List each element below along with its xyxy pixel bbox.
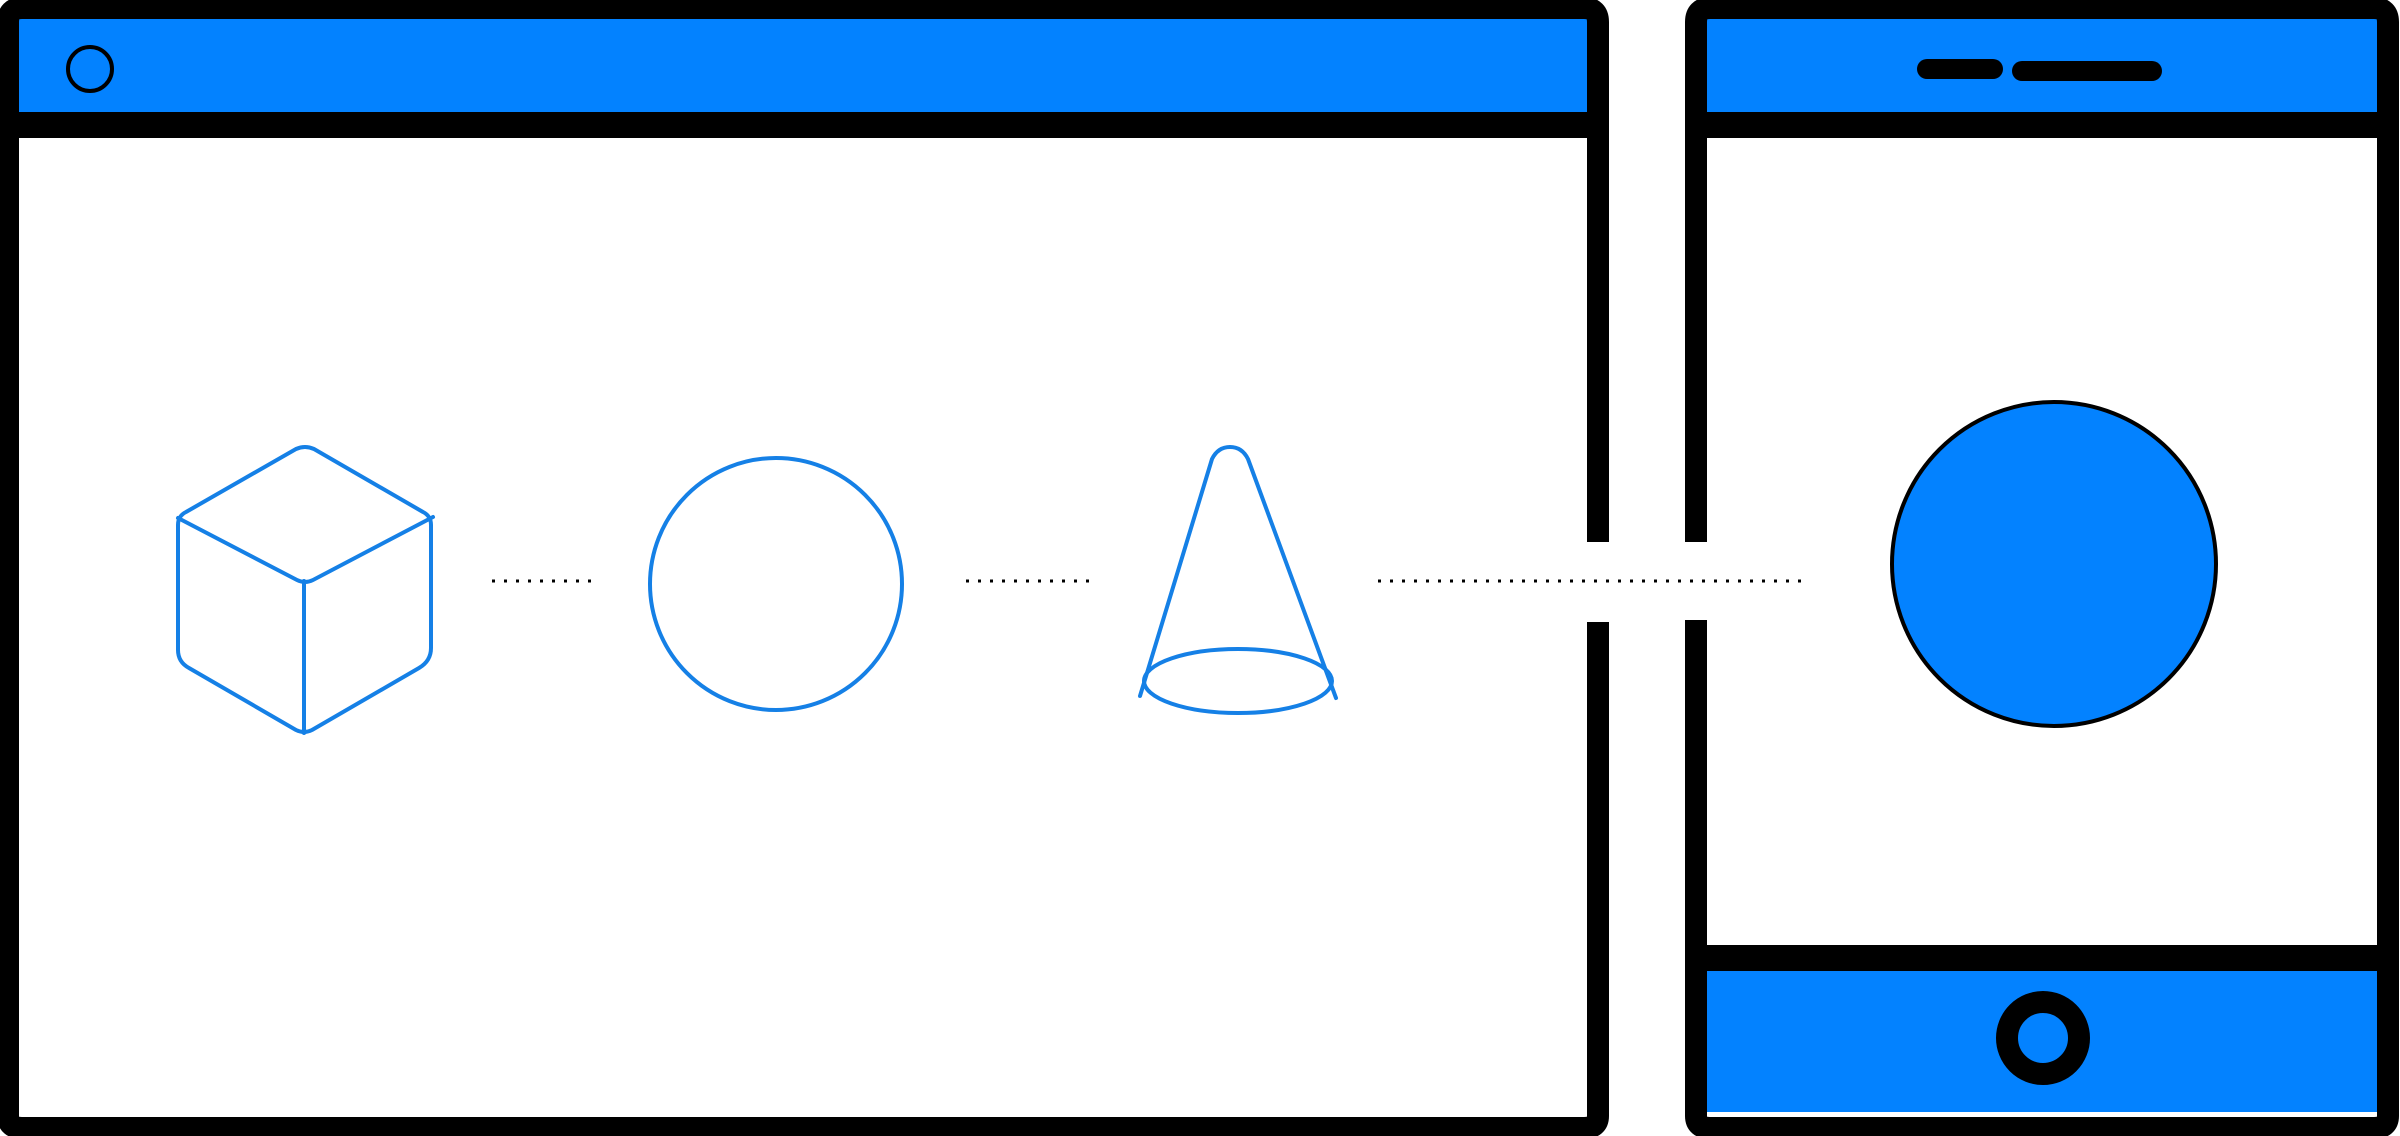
mobile-top-bar-divider xyxy=(1696,112,2388,138)
mobile-display-circle xyxy=(1890,400,2218,728)
cube-shape xyxy=(176,445,435,735)
mobile-device-frame xyxy=(1685,0,2399,1136)
circle-icon xyxy=(66,45,114,93)
mobile-device xyxy=(1685,0,2399,1136)
desktop-titlebar-divider xyxy=(8,112,1606,138)
sphere-shape xyxy=(648,456,904,712)
desktop-window xyxy=(0,0,1609,1136)
desktop-window-frame xyxy=(0,0,1609,1136)
desktop-titlebar xyxy=(15,15,1591,119)
cone-shape xyxy=(1138,445,1338,715)
cube-outline xyxy=(176,445,433,734)
cube-top-edge xyxy=(176,515,435,584)
cone-base xyxy=(1142,647,1334,715)
mobile-bottom-bar-divider xyxy=(1696,945,2388,971)
ring-icon[interactable] xyxy=(1996,991,2090,1085)
cone-sides xyxy=(1138,445,1338,700)
